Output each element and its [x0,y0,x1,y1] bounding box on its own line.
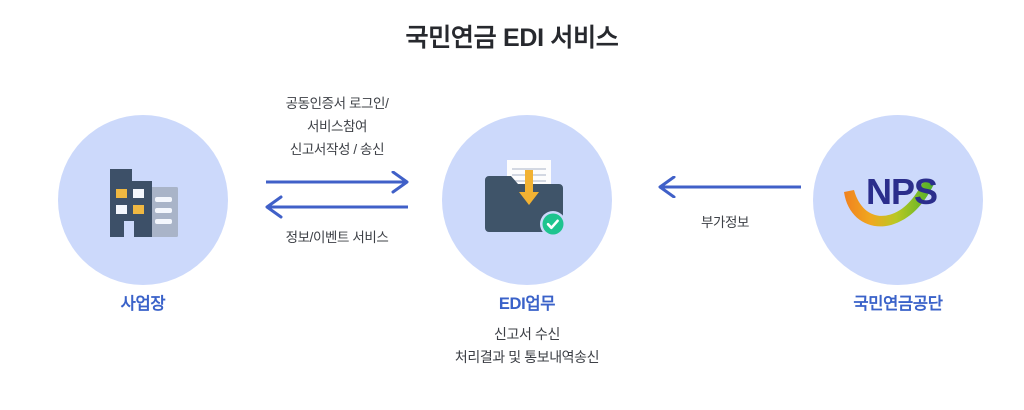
flow-caption-line-1: 공동인증서 로그인/ [285,96,389,111]
flow-workplace-edi: 공동인증서 로그인/ 서비스참여 신고서작성 / 송신 정보/이벤트 서비스 [248,92,426,246]
flow-arrows-bidirectional [248,170,426,219]
node-nps-circle: NPS [813,115,983,285]
folder-download-check-icon [481,158,573,242]
node-edi-label: EDI업무 [498,295,556,313]
arrow-right-icon [266,170,409,194]
nps-wordmark-text: NPS [866,171,937,212]
flow-nps-edi: 부가정보 [645,176,805,231]
node-workplace-circle [58,115,228,285]
page-title: 국민연금 EDI 서비스 [405,24,619,52]
flow-caption-line-2: 서비스참여 [306,119,368,135]
flow-caption-nps: 부가정보 [700,215,750,230]
nps-logo-icon: NPS [838,164,958,236]
arrow-left-icon [265,195,408,219]
node-edi-sub-line-1: 신고서 수신 [494,325,560,342]
node-workplace: 사업장 [58,115,228,315]
flow-caption-line-3: 신고서작성 / 송신 [289,142,385,158]
node-edi-circle [442,115,612,285]
flow-caption-return: 정보/이벤트 서비스 [285,229,389,245]
node-edi: EDI업무 신고서 수신 처리결과 및 통보내역송신 [442,115,612,369]
node-edi-sub-line-2: 처리결과 및 통보내역송신 [454,349,600,366]
arrow-left-icon [645,176,805,198]
node-nps-label: 국민연금공단 [853,295,943,313]
node-nps: NPS 국민연금공단 [813,115,983,315]
node-workplace-label: 사업장 [120,295,166,313]
office-building-icon [102,161,184,239]
